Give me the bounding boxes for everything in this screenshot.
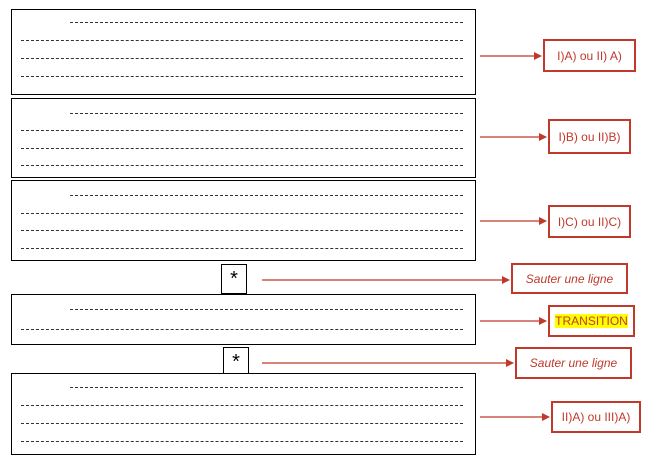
- paragraph-block-1: [11, 9, 476, 95]
- writing-line: [21, 329, 463, 330]
- transition-block: [11, 294, 476, 345]
- writing-line: [70, 309, 463, 310]
- writing-line: [70, 22, 463, 23]
- label-box-3: I)C) ou II)C): [548, 205, 631, 238]
- skip-line-text-1: Sauter une ligne: [525, 271, 614, 286]
- writing-line: [21, 441, 463, 442]
- writing-line: [21, 130, 463, 131]
- writing-line: [70, 113, 463, 114]
- skip-line-label-2: Sauter une ligne: [515, 347, 632, 379]
- paragraph-block-2: [11, 98, 476, 178]
- label-text-2: I)B) ou II)B): [558, 129, 621, 144]
- writing-line: [21, 405, 463, 406]
- skip-line-label-1: Sauter une ligne: [511, 263, 628, 294]
- star-glyph: *: [232, 350, 240, 373]
- writing-line: [70, 387, 463, 388]
- label-text-1: I)A) ou II) A): [557, 48, 622, 63]
- writing-line: [21, 213, 463, 214]
- writing-line: [21, 148, 463, 149]
- label-box-4: II)A) ou III)A): [551, 401, 641, 433]
- label-box-1: I)A) ou II) A): [543, 39, 636, 72]
- writing-line: [21, 230, 463, 231]
- transition-label-box: TRANSITION: [548, 305, 635, 337]
- star-glyph: *: [230, 267, 238, 290]
- writing-line: [21, 40, 463, 41]
- writing-line: [21, 58, 463, 59]
- paragraph-block-3: [11, 180, 476, 261]
- label-text-3: I)C) ou II)C): [557, 214, 622, 229]
- writing-line: [21, 165, 463, 166]
- label-box-2: I)B) ou II)B): [548, 119, 631, 154]
- skip-line-text-2: Sauter une ligne: [529, 356, 618, 370]
- label-text-4: II)A) ou III)A): [561, 410, 631, 424]
- writing-line: [70, 195, 463, 196]
- transition-label-text: TRANSITION: [555, 314, 628, 328]
- writing-line: [21, 248, 463, 249]
- paragraph-block-4: [11, 373, 476, 455]
- writing-line: [21, 76, 463, 77]
- writing-line: [21, 423, 463, 424]
- separator-star-box-1: *: [221, 264, 247, 294]
